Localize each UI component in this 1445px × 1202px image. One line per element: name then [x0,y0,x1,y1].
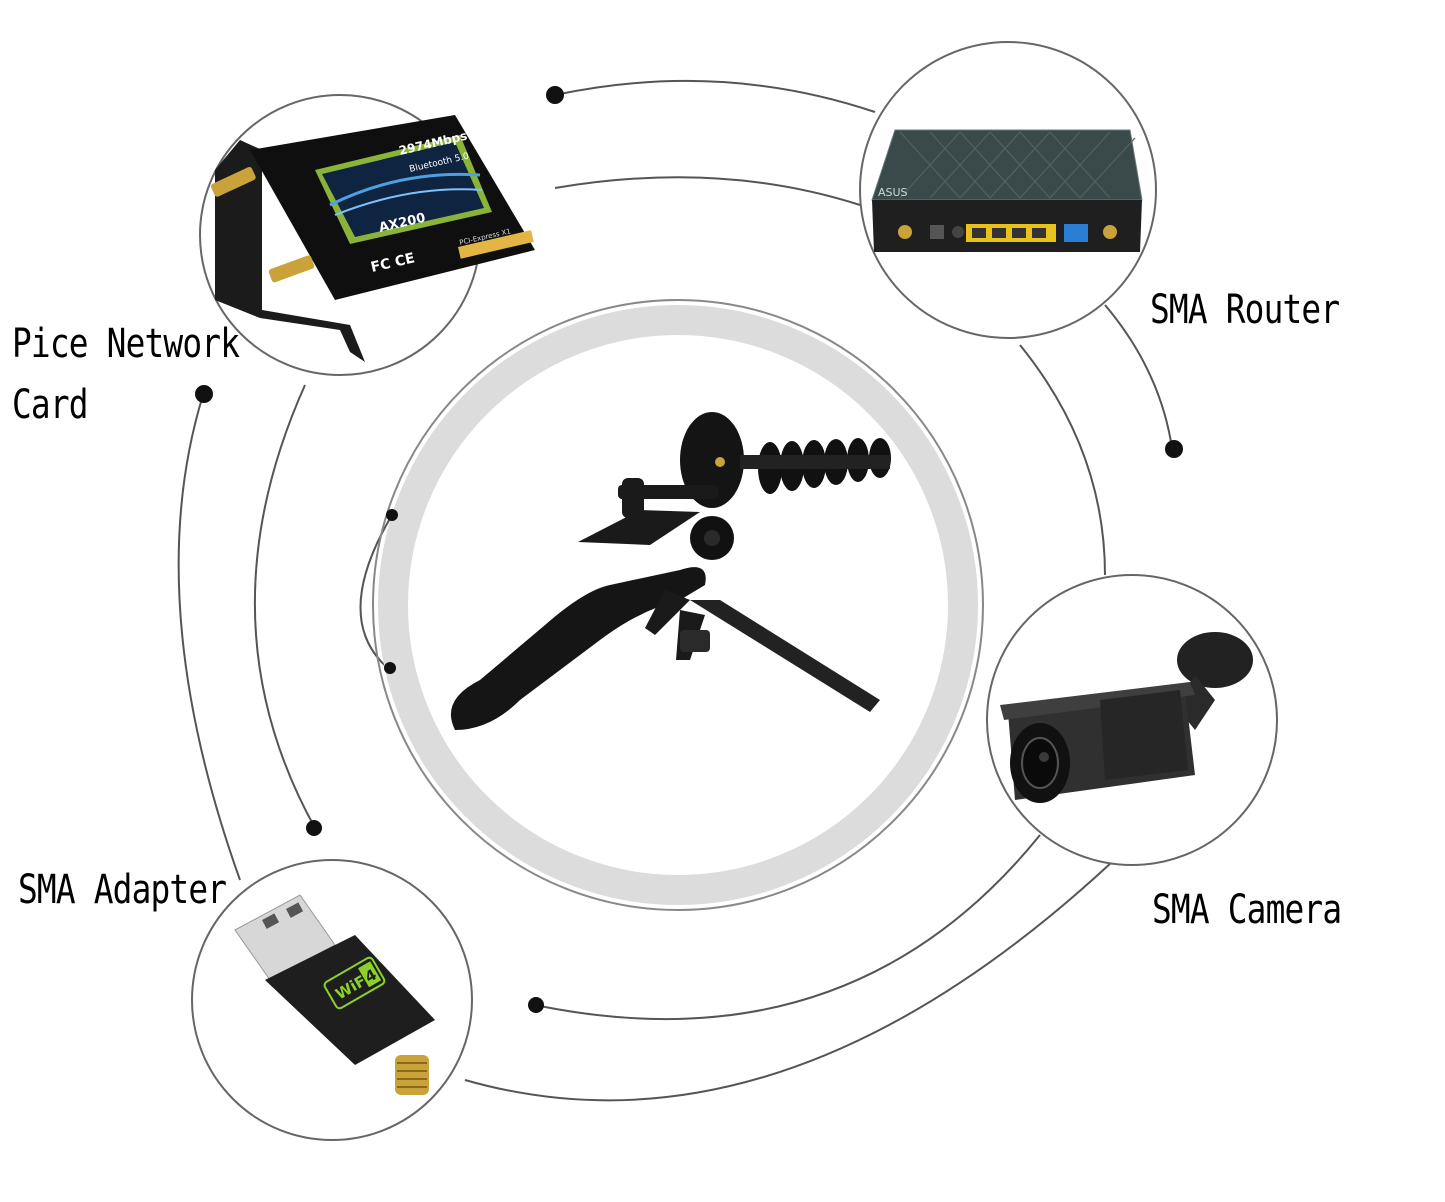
connector-bottom-outer [464,861,1113,1102]
adapter-circle: WiFi 4 [191,859,473,1141]
antenna-coil-icon [740,438,891,494]
label-sma-adapter: SMA Adapter [18,867,227,913]
connector-bottom-inner [534,834,1041,1020]
camera-circle [986,574,1278,866]
security-camera-icon [1000,632,1253,803]
dot-top [546,86,564,104]
connector-left-inner [254,384,316,829]
connector-router-right [1104,304,1173,449]
sma-connector-icon [395,1055,429,1095]
dot-left-outer [195,385,213,403]
connector-top-outer [554,79,876,113]
router-brand: ASUS [878,186,908,199]
connector-lines [177,79,1173,1102]
dot-left-inner [306,820,322,836]
usb-adapter-icon: WiFi 4 [234,894,435,1095]
connector-left-outer [177,394,241,881]
dot-router-right [1165,440,1183,458]
network-card-circle: AX200 2974Mbps Bluetooth 5.0 FC CE PCI-E… [199,94,535,376]
central-ring-outline [372,299,984,911]
dot-inner-upper [386,509,398,521]
connector-dots [195,86,1183,1013]
router-icon: ASUS [871,129,1143,252]
connector-top-inner [554,176,861,206]
label-sma-camera: SMA Camera [1152,887,1342,933]
tripod-antenna-illustration [450,412,891,730]
antenna-reflector-icon [680,412,744,508]
connector-router-to-camera [1019,344,1106,576]
router-circle: ASUS [859,41,1157,339]
dot-bottom [528,997,544,1013]
tripod-leg-icon [690,600,880,712]
tripod-handle-icon [450,567,706,730]
label-pice-network-card-line2: Card [12,382,89,428]
label-pice-network-card-line1: Pice Network [12,321,240,367]
network-card-icon: AX200 2974Mbps Bluetooth 5.0 FC CE PCI-E… [210,115,535,362]
label-sma-router: SMA Router [1150,287,1340,333]
dot-inner-lower [384,662,396,674]
wan-port-icon [1064,224,1088,242]
central-ring [378,305,978,905]
